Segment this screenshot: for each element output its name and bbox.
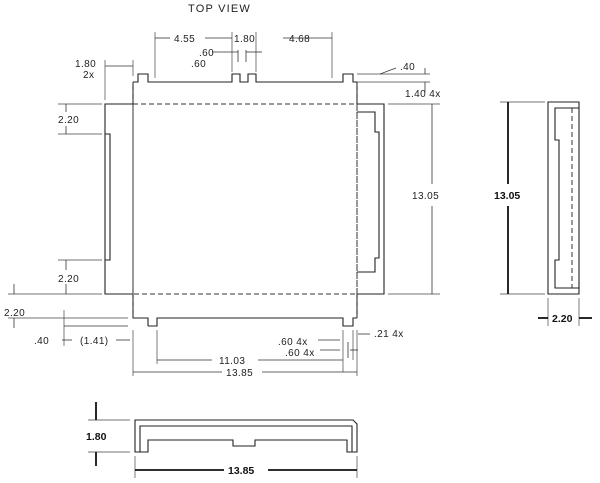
dim-bottom-notch-a: .60 4x xyxy=(278,337,308,348)
height-dimension xyxy=(388,103,440,295)
dim-left-upper: 2.20 xyxy=(58,115,79,126)
dim-left-lower: 2.20 xyxy=(58,274,79,285)
dim-bottom-corner: .21 4x xyxy=(374,329,404,340)
dim-small-b: .60 xyxy=(191,59,206,70)
top-view-hidden-outline xyxy=(132,103,358,295)
bottom-left-dimensions xyxy=(8,284,130,346)
dim-bottom-notch-b: .60 4x xyxy=(285,348,315,359)
dim-top-center-gap: 1.80 xyxy=(234,34,255,45)
side-view-outline xyxy=(547,101,580,295)
view-title: TOP VIEW xyxy=(188,3,251,15)
left-tab-dimension xyxy=(104,60,134,100)
front-view-outline xyxy=(134,419,358,453)
front-width: 13.85 xyxy=(228,465,254,477)
left-vertical-dimensions xyxy=(8,103,102,295)
top-dimensions xyxy=(154,32,333,78)
dim-bottom-left-small: .40 xyxy=(34,336,49,347)
side-depth: 2.20 xyxy=(552,313,573,325)
dim-top-right-height: .40 xyxy=(400,62,415,73)
width-dimensions xyxy=(132,330,358,376)
dim-left-tab-count: 2x xyxy=(83,70,94,81)
dim-bottom-left-ref: (1.41) xyxy=(80,336,109,347)
front-view-dimensions xyxy=(88,402,358,478)
dim-left-tab-width: 1.80 xyxy=(75,59,96,70)
dim-overall-width: 13.85 xyxy=(226,368,253,379)
dim-inner-width: 11.03 xyxy=(219,356,245,367)
top-right-dimensions xyxy=(357,67,430,92)
dim-top-right-depth: 1.40 4x xyxy=(405,89,441,100)
bottom-right-dimensions xyxy=(318,330,370,372)
side-height: 13.05 xyxy=(494,190,520,202)
dim-top-left-gap: 4.55 xyxy=(174,34,195,45)
dim-small-a: .60 xyxy=(199,48,214,59)
front-height: 1.80 xyxy=(86,431,107,443)
side-view-dimensions xyxy=(500,101,592,326)
dim-height: 13.05 xyxy=(412,191,439,202)
top-view-outline xyxy=(104,73,385,327)
dim-top-right-gap: 4.68 xyxy=(289,34,310,45)
dim-bottom-left-offset: 2.20 xyxy=(4,308,25,319)
